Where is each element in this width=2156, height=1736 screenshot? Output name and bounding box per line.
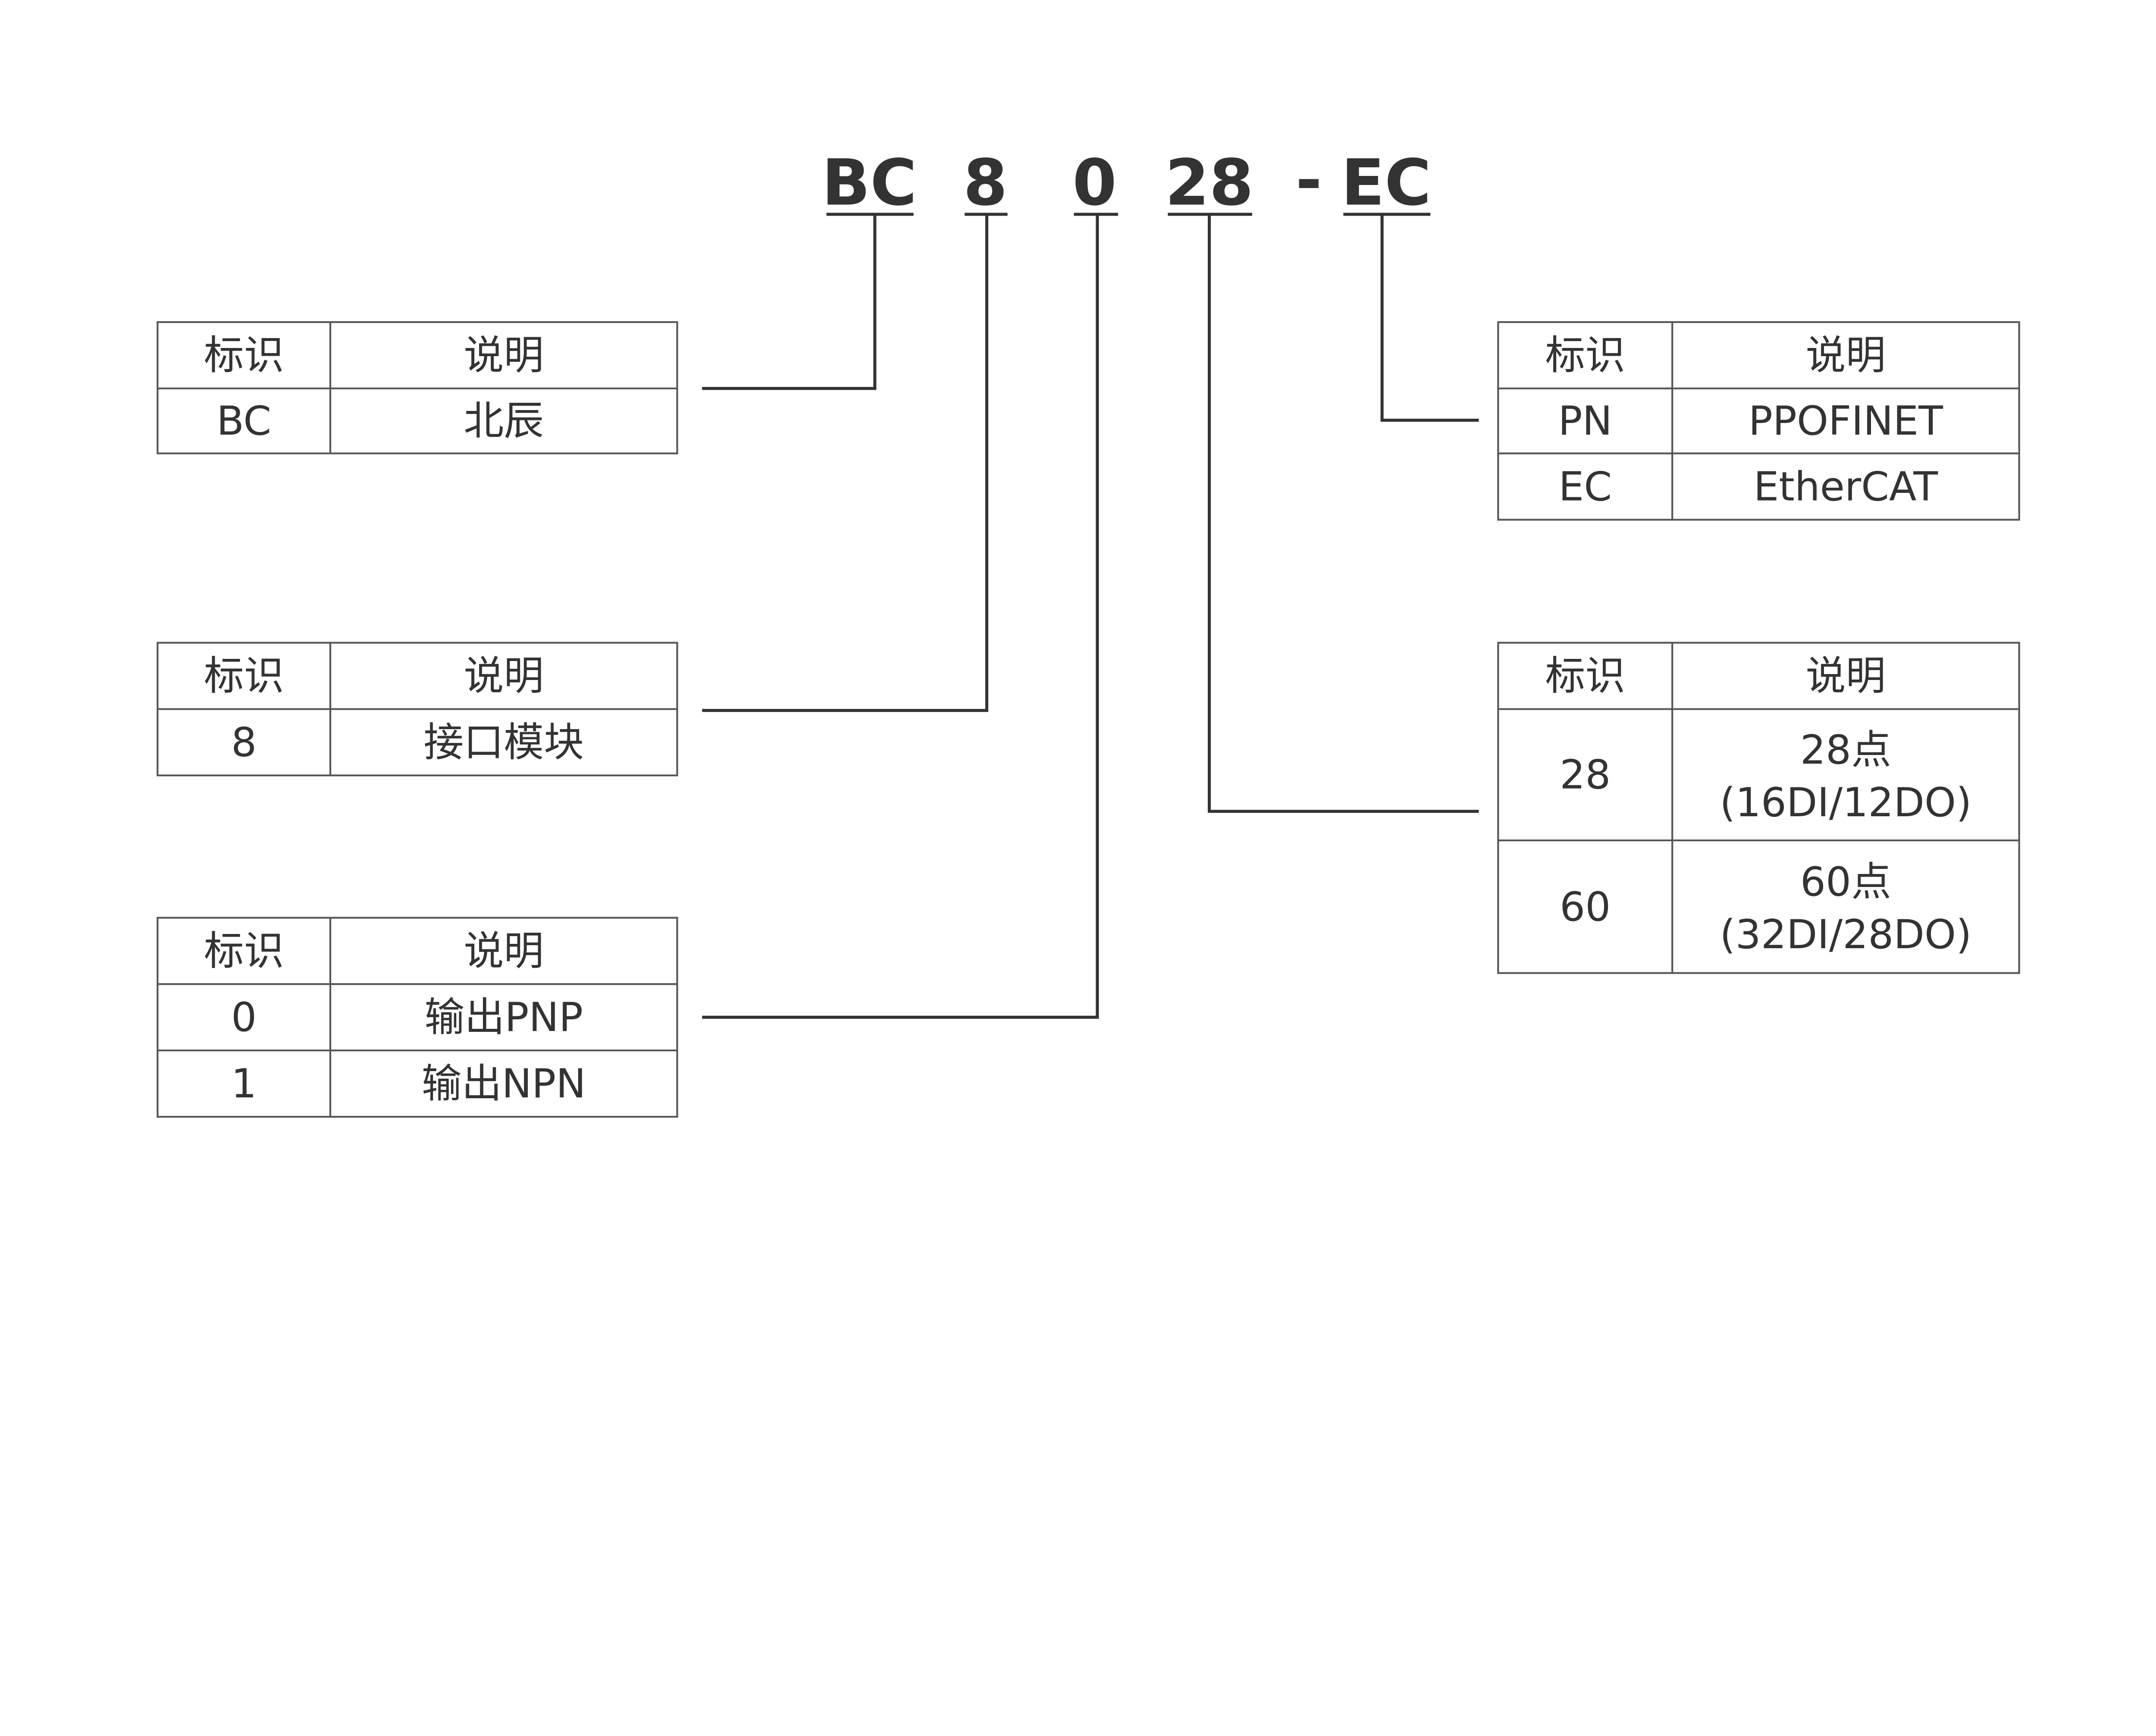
connector-ec	[1380, 214, 1479, 422]
connector-0	[702, 214, 1099, 1019]
code-segment-28: 28	[1165, 146, 1253, 220]
table-border	[1497, 642, 2020, 974]
cell-desc: 接口模块	[423, 719, 584, 765]
cell-desc: 输出PNP	[425, 994, 583, 1040]
connectors	[702, 214, 1479, 1019]
code-segment-ec: EC	[1341, 146, 1431, 220]
cell-desc: 60点	[1800, 859, 1891, 905]
cell-desc: 28点	[1800, 727, 1891, 773]
cell-id: PN	[1558, 398, 1612, 444]
code-table-bc: 标识 说明 BC 北辰	[157, 321, 678, 454]
code-segment-bc: BC	[822, 146, 917, 220]
cell-desc-detail: (32DI/28DO)	[1720, 911, 1971, 958]
code-separator: -	[1296, 143, 1322, 217]
table-border	[1497, 321, 2020, 521]
cell-id: 28	[1560, 752, 1611, 798]
connector-8	[702, 214, 988, 712]
code-table-0: 标识 说明 0 输出PNP 1 输出NPN	[157, 917, 678, 1118]
code-segment-0: 0	[1072, 146, 1117, 220]
cell-desc-detail: (16DI/12DO)	[1720, 779, 1971, 826]
cell-desc: 北辰	[464, 398, 544, 444]
header-desc: 说明	[1806, 653, 1886, 699]
cell-id: 8	[231, 719, 257, 765]
cell-desc: EtherCAT	[1754, 463, 1939, 510]
header-id: 标识	[204, 653, 284, 699]
header-id: 标识	[1545, 332, 1625, 379]
header-desc: 说明	[464, 332, 544, 379]
cell-id: 60	[1560, 884, 1611, 930]
header-desc: 说明	[464, 928, 544, 974]
model-code: BC 8 0 28 - EC	[822, 143, 1431, 219]
cell-id: BC	[216, 398, 271, 444]
table-border	[157, 917, 678, 1118]
cell-desc: 输出NPN	[422, 1060, 586, 1107]
header-id: 标识	[204, 928, 284, 974]
cell-id: 0	[231, 994, 257, 1040]
cell-id: 1	[231, 1060, 257, 1107]
header-id: 标识	[204, 332, 284, 379]
code-table-ec: 标识 说明 PN PPOFINET EC EtherCAT	[1497, 321, 2020, 521]
header-desc: 说明	[1806, 332, 1886, 379]
code-table-8: 标识 说明 8 接口模块	[157, 642, 678, 777]
code-table-28: 标识 说明 28 28点 (16DI/12DO) 60 60点 (32DI/28DO)	[1497, 642, 2020, 974]
code-segment-8: 8	[963, 146, 1008, 220]
header-desc: 说明	[464, 653, 544, 699]
cell-desc: PPOFINET	[1749, 398, 1943, 444]
cell-id: EC	[1558, 463, 1612, 510]
header-id: 标识	[1545, 653, 1625, 699]
connector-28	[1207, 214, 1479, 813]
connector-bc	[702, 214, 877, 390]
